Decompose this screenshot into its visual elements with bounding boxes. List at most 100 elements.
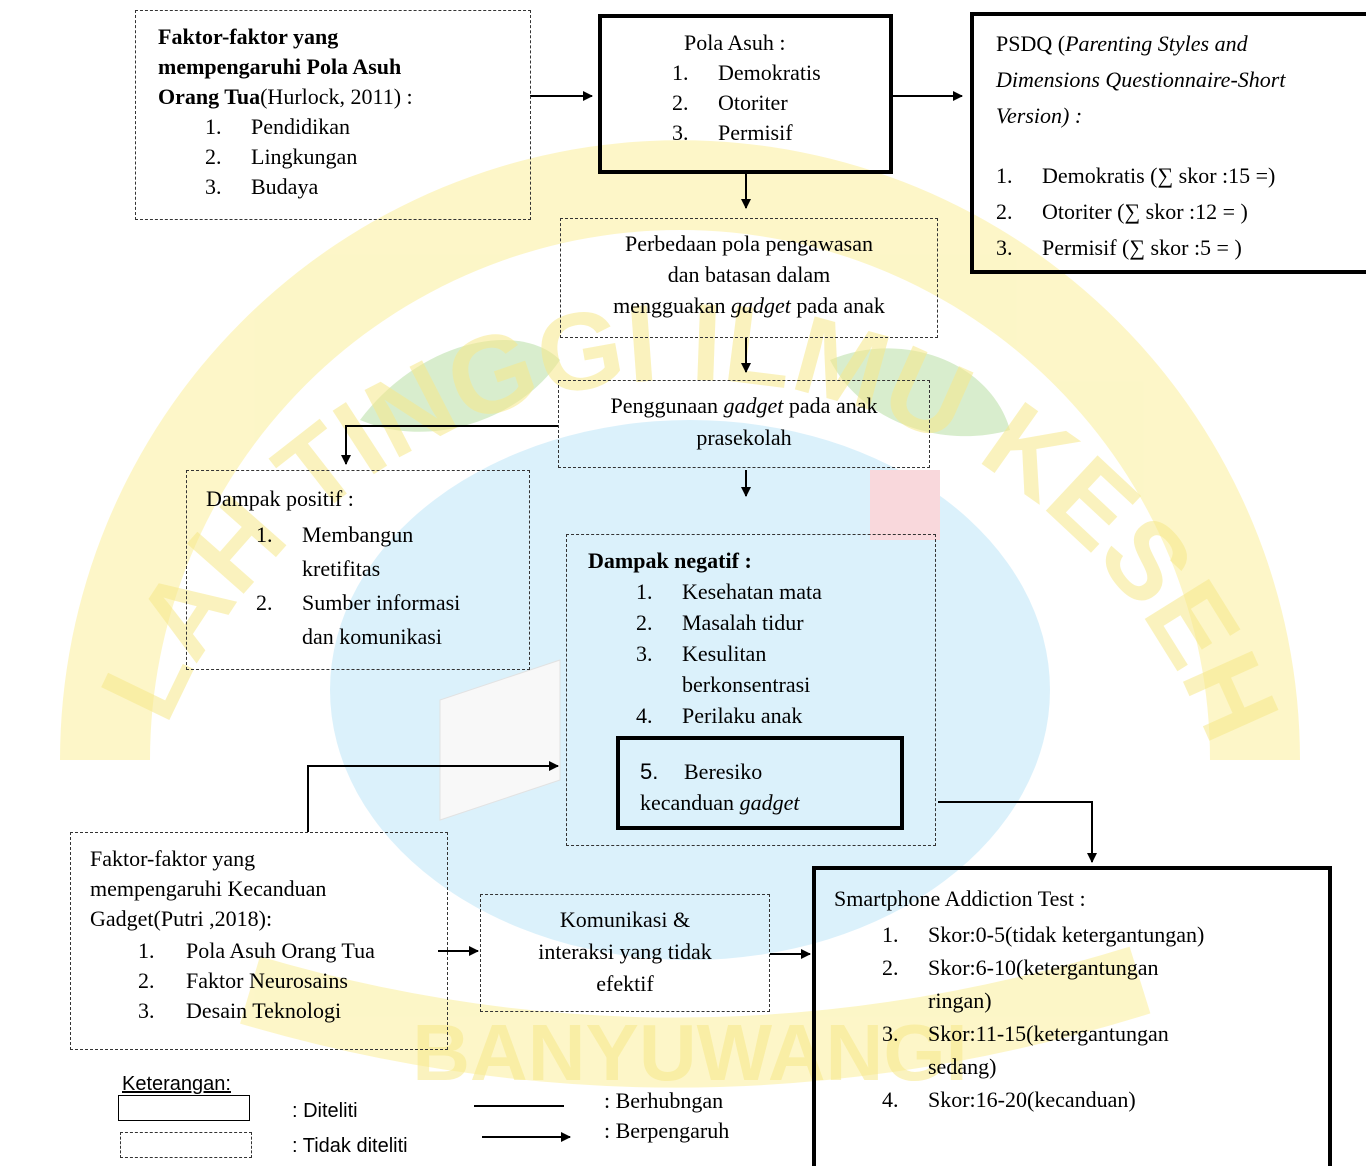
arrow-negatif-to-sat xyxy=(938,801,1097,863)
item-label: kretifitas xyxy=(302,556,381,581)
item-label: Otoriter xyxy=(718,90,788,115)
list-item: 1.Membangun xyxy=(256,518,460,552)
factors-parenting-title-line3: Orang Tua(Hurlock, 2011) : xyxy=(158,82,413,112)
psdq-box xyxy=(970,12,1366,274)
perbedaan-line1: Perbedaan pola pengawasan xyxy=(624,231,873,256)
list-item: berkonsentrasi xyxy=(636,669,822,700)
list-item: 2. Otoriter xyxy=(672,88,821,118)
penggunaan-line1-italic: gadget xyxy=(723,393,784,418)
perbedaan-text: Perbedaan pola pengawasan dan batasan da… xyxy=(560,228,938,321)
list-item: 3.Kesulitan xyxy=(636,638,822,669)
dampak-positif-list: 1.Membangun kretifitas 2.Sumber informas… xyxy=(256,518,460,654)
item-number: 3. xyxy=(138,998,155,1023)
item-number: 2. xyxy=(882,955,899,980)
list-item: sedang) xyxy=(882,1050,1204,1083)
item-number: 2. xyxy=(996,199,1013,224)
item-number: 1. xyxy=(996,163,1013,188)
list-item: 3. Skor:11-15(ketergantungan xyxy=(882,1017,1204,1050)
penggunaan-box xyxy=(558,380,930,468)
psdq-title: PSDQ (Parenting Styles and Dimensions Qu… xyxy=(996,26,1285,134)
factors-addiction-list: 1. Pola Asuh Orang Tua 2.Faktor Neurosain… xyxy=(138,936,375,1026)
item-label: Demokratis xyxy=(718,60,821,85)
list-item: 2.Otoriter (∑ skor :12 = ) xyxy=(996,194,1275,230)
item-label: Skor:16-20(kecanduan) xyxy=(928,1087,1136,1112)
item-label: Skor:6-10(ketergantungan xyxy=(928,955,1159,980)
list-item: kretifitas xyxy=(256,552,460,586)
item-label: Pola Asuh Orang Tua xyxy=(186,938,375,963)
list-item: 2. Skor:6-10(ketergantungan xyxy=(882,951,1204,984)
item-number: 5. xyxy=(640,759,659,784)
factors-parenting-citation: (Hurlock, 2011) : xyxy=(260,84,413,109)
list-item: 2.Masalah tidur xyxy=(636,607,822,638)
sat-box xyxy=(812,866,1332,1166)
list-item: 1. Pola Asuh Orang Tua xyxy=(138,936,375,966)
factors-parenting-title-line1: Faktor-faktor yang xyxy=(158,24,339,49)
factors-addiction-box xyxy=(70,832,448,1050)
perbedaan-line3-a: mengguakan xyxy=(613,293,731,318)
psdq-title-italic1: Parenting Styles and xyxy=(1065,31,1248,56)
psdq-title-prefix: PSDQ ( xyxy=(996,31,1066,56)
pola-asuh-list: 1.Demokratis 2.Otoriter 3.Permisif xyxy=(672,58,821,148)
item-label: Perilaku anak xyxy=(682,703,803,728)
psdq-title-italic2: Dimensions Questionnaire-Short xyxy=(996,67,1286,92)
list-item: 1.Skor:0-5(tidak ketergantungan) xyxy=(882,918,1204,951)
item-number: 3. xyxy=(996,235,1013,260)
sat-list: 1.Skor:0-5(tidak ketergantungan) 2. Skor:… xyxy=(882,918,1204,1116)
item-number: 4. xyxy=(636,703,653,728)
list-item: dan komunikasi xyxy=(256,620,460,654)
perbedaan-line3-italic: gadget xyxy=(730,293,791,318)
item-number: 2. xyxy=(205,144,222,169)
factors-addiction-line1: Faktor-faktor yang xyxy=(90,846,256,871)
item-number: 1. xyxy=(672,60,689,85)
beresiko-line2-a: kecanduan xyxy=(640,790,740,815)
item-label: Lingkungan xyxy=(251,144,358,169)
psdq-title-line2: Dimensions Questionnaire-Short xyxy=(996,62,1285,98)
item-label: sedang) xyxy=(928,1054,997,1079)
item-number: 1. xyxy=(138,938,155,963)
factors-parenting-bold: Orang Tua xyxy=(158,84,261,109)
arrow-factors-to-negatif xyxy=(307,761,559,832)
beresiko-line2-italic: gadget xyxy=(739,790,800,815)
pola-asuh-title: Pola Asuh : xyxy=(684,30,786,55)
item-label: Faktor Neurosains xyxy=(186,968,348,993)
beresiko-label: Beresiko xyxy=(684,759,763,784)
factors-addiction-line3: Gadget(Putri ,2018): xyxy=(90,906,273,931)
item-number: 2. xyxy=(672,90,689,115)
legend-berpengaruh: : Berpengaruh xyxy=(604,1118,730,1143)
penggunaan-line2: prasekolah xyxy=(696,425,792,450)
list-item: 2.Sumber informasi xyxy=(256,586,460,620)
item-number: 3. xyxy=(636,641,653,666)
item-number: 1. xyxy=(636,579,653,604)
item-number: 3. xyxy=(205,174,222,199)
dampak-negatif-box xyxy=(566,534,936,846)
item-label: berkonsentrasi xyxy=(682,672,811,697)
item-number: 1. xyxy=(882,922,899,947)
list-item: 1. Pendidikan xyxy=(205,112,357,142)
dampak-negatif-list: 1.Kesehatan mata 2.Masalah tidur 3.Kesul… xyxy=(636,576,822,731)
item-label: Pendidikan xyxy=(251,114,350,139)
psdq-list: 1.Demokratis (∑ skor :15 =) 2.Otoriter (… xyxy=(996,158,1275,266)
factors-parenting-title-line2: mempengaruhi Pola Asuh xyxy=(158,54,402,79)
list-item: 1.Kesehatan mata xyxy=(636,576,822,607)
legend-title: Keterangan: xyxy=(122,1073,231,1095)
pola-asuh-box xyxy=(598,14,893,174)
psdq-title-line3: Version) : xyxy=(996,98,1285,134)
list-item: 3.Budaya xyxy=(205,172,357,202)
komunikasi-box xyxy=(480,894,770,1012)
penggunaan-line1-b: pada anak xyxy=(783,393,878,418)
item-number: 2. xyxy=(636,610,653,635)
perbedaan-line3-b: pada anak xyxy=(790,293,885,318)
item-label: Skor:11-15(ketergantungan xyxy=(928,1021,1169,1046)
item-label: Sumber informasi xyxy=(302,590,461,615)
komunikasi-text: Komunikasi & interaksi yang tidak efekti… xyxy=(480,904,770,1000)
item-number: 3. xyxy=(882,1021,899,1046)
item-label: Membangun xyxy=(302,522,414,547)
list-item: 3.Desain Teknologi xyxy=(138,996,375,1026)
sat-title: Smartphone Addiction Test : xyxy=(834,886,1086,911)
item-number: 1. xyxy=(205,114,222,139)
perbedaan-line2: dan batasan dalam xyxy=(667,262,831,287)
penggunaan-line1-a: Penggunaan xyxy=(610,393,724,418)
list-item: 2.Faktor Neurosains xyxy=(138,966,375,996)
dampak-positif-box xyxy=(186,470,530,670)
